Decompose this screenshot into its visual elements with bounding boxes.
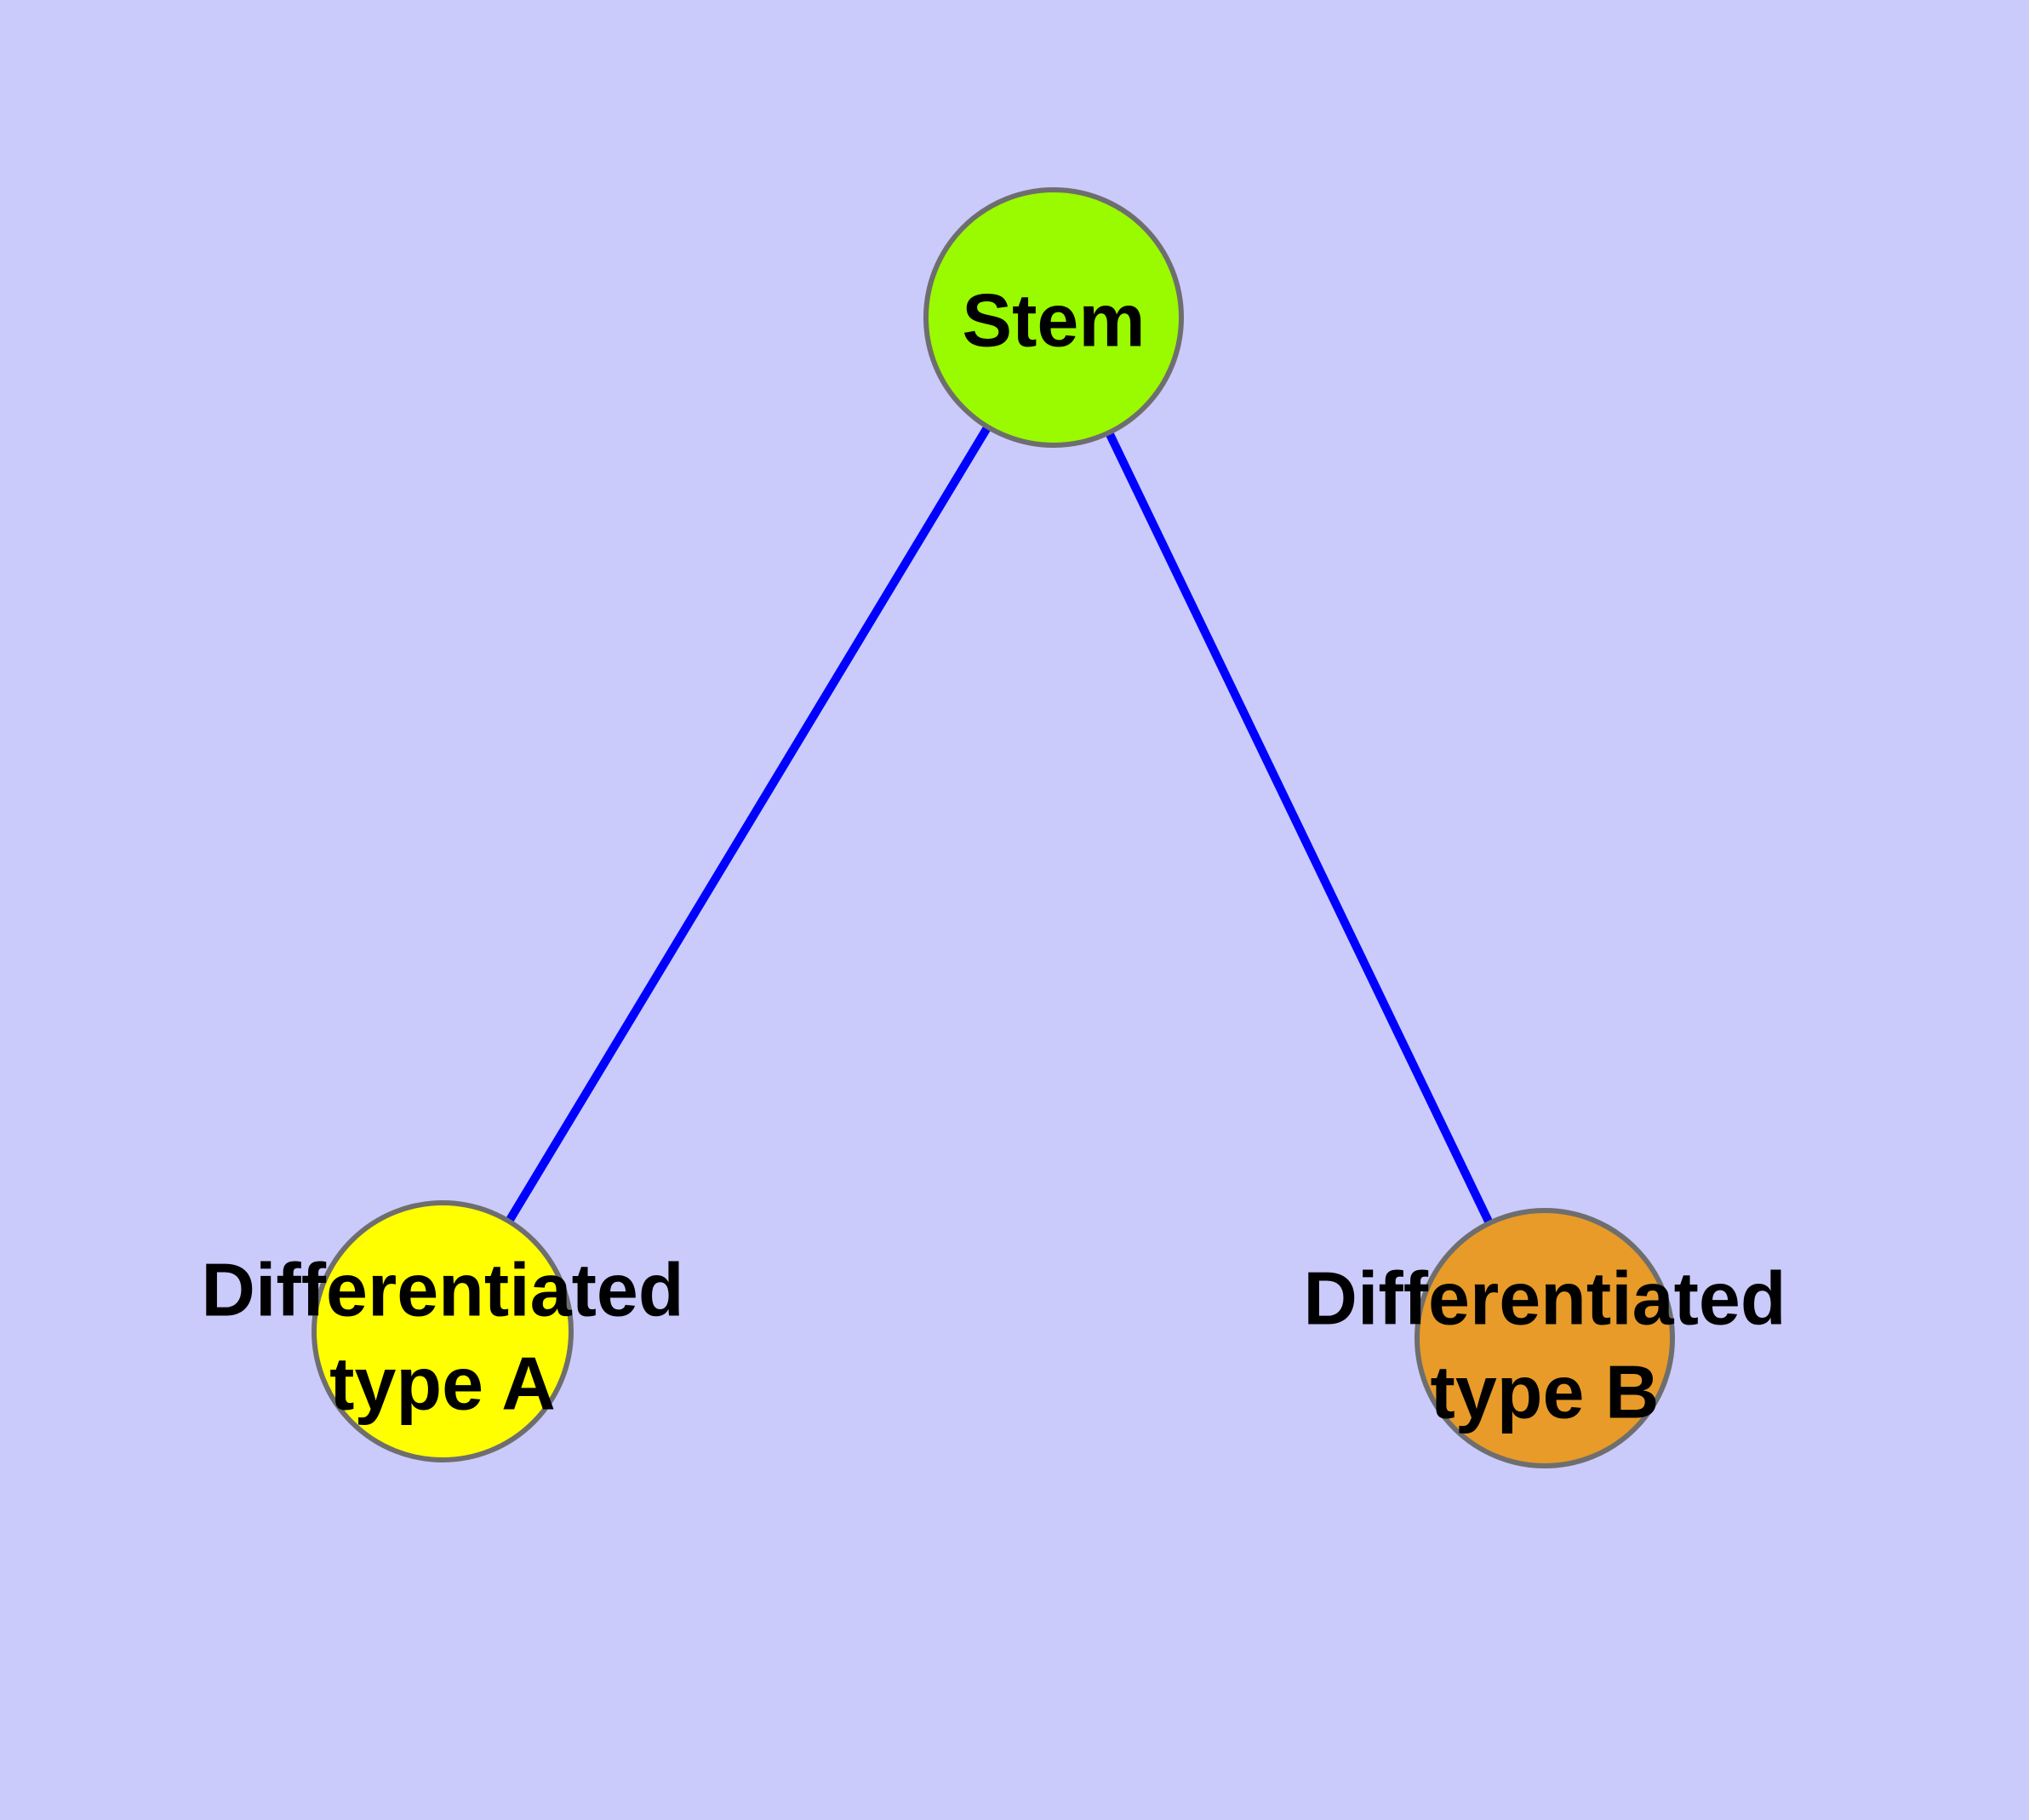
node-type-a-label-line1: Differentiated [201, 1248, 683, 1332]
node-type-b-label-line1: Differentiated [1303, 1256, 1786, 1341]
node-differentiated-type-a-circle [311, 1200, 574, 1462]
edge-stem-to-type-b [1049, 315, 1549, 1341]
node-stem-label: Stem [962, 278, 1145, 363]
node-stem-circle [923, 187, 1184, 448]
node-type-a-label-line2: type A [329, 1342, 556, 1426]
node-type-b-label-line2: type B [1431, 1350, 1660, 1434]
node-differentiated-type-b-circle [1415, 1208, 1675, 1468]
edge-stem-to-type-a [438, 315, 1058, 1334]
